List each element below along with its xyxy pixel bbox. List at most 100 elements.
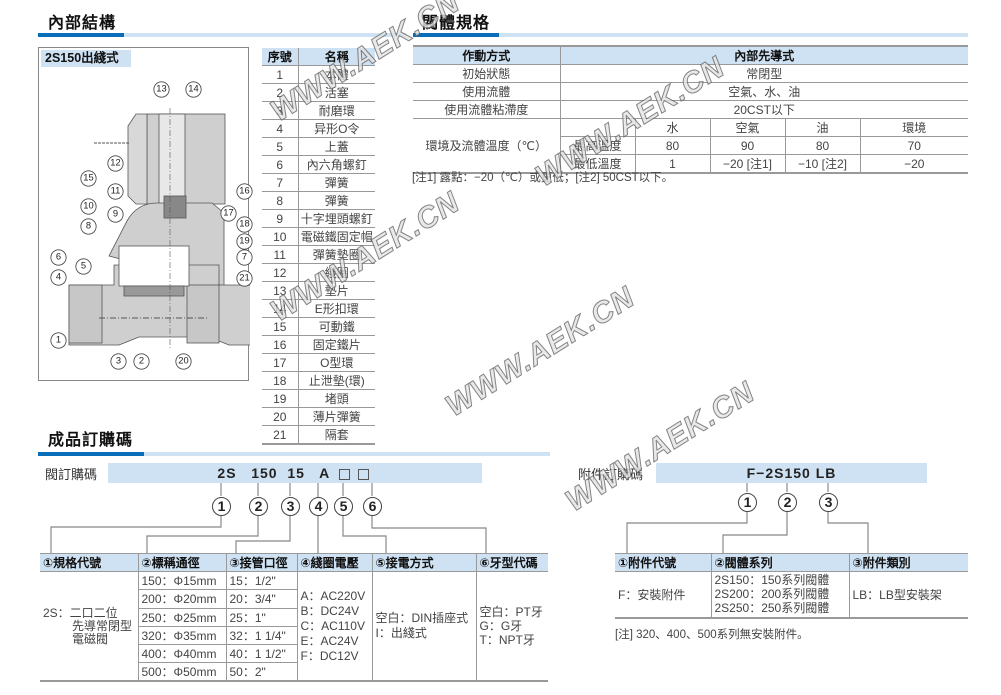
cell: 32：1 1/4" (225, 625, 297, 646)
part-name: 耐磨環 (298, 101, 375, 120)
table-row: 環境及流體溫度（℃）水空氣油環境 (413, 118, 968, 174)
part-number: 17 (262, 353, 299, 372)
cell: 1 (634, 154, 711, 174)
part-number: 13 (262, 281, 299, 300)
spec-code-cell: 2S：二口二位先導常閉型電磁閥 (40, 571, 139, 682)
part-name: 內六角螺釘 (298, 155, 375, 174)
part-name: 异形O令 (298, 119, 375, 138)
callout-18: 18 (236, 216, 253, 233)
callout-21: 21 (236, 270, 253, 287)
part-number: 6 (262, 155, 299, 174)
part-name: 彈簧墊圈 (298, 245, 375, 264)
callout-14: 14 (185, 81, 202, 98)
part-name: 墊片 (298, 281, 375, 300)
part-number: 14 (262, 299, 299, 318)
cell: 20：3/4" (225, 589, 297, 609)
callout-10: 10 (80, 198, 97, 215)
cell: 水 (634, 118, 711, 137)
callout-3: 3 (110, 353, 127, 370)
part-number: 21 (262, 425, 299, 445)
part-number: 12 (262, 263, 299, 282)
accessory-note: [注] 320、400、500系列無安裝附件。 (615, 629, 809, 641)
col-header: 名稱 (298, 48, 375, 66)
section-title-internal: 內部結構 (48, 15, 117, 32)
cell-line: F：DC12V (300, 648, 359, 663)
code-part: A (319, 465, 330, 481)
part-name: 隔套 (298, 425, 375, 445)
part-name: 活塞 (298, 83, 375, 102)
part-number: 9 (262, 209, 299, 228)
cell-line: T：NPT牙 (479, 633, 535, 648)
cell: 40：1 1/2" (225, 644, 297, 664)
accessory-code-label: 附件訂購碼 (578, 467, 644, 482)
callout-7: 7 (236, 249, 253, 266)
cell: 50：2" (225, 662, 297, 682)
part-name: E形扣環 (298, 299, 375, 318)
code-part: 15 (287, 465, 305, 481)
cell-line: A：AC220V (300, 588, 366, 603)
cell: −10 [注2] (784, 154, 861, 174)
cell: 90 (709, 136, 786, 155)
cell-line: B：DC24V (300, 603, 360, 618)
callout-4: 4 (50, 269, 67, 286)
part-number: 10 (262, 227, 299, 246)
callout-9: 9 (107, 206, 124, 223)
part-number: 7 (262, 173, 299, 192)
cell-line: 空白：DIN插座式 (375, 611, 469, 626)
part-name: 上蓋 (298, 137, 375, 156)
internal-structure-diagram: 2S150出綫式 1 2 3 4 5 6 7 8 9 10 11 12 13 1 (38, 47, 253, 381)
col-header: ①規格代號 (40, 553, 139, 572)
col-header: ⑥牙型代碼 (475, 553, 548, 572)
part-name: 本體 (298, 65, 375, 84)
cell: 250：Φ25mm (138, 607, 227, 627)
cell-line: 2S250：250系列閥體 (714, 601, 830, 616)
callout-1: 1 (50, 332, 67, 349)
section-title-order: 成品訂購碼 (48, 432, 134, 449)
heading-bar (413, 33, 499, 37)
cell-line: 先導常閉型 (72, 618, 133, 633)
order-circle-5: 5 (334, 497, 353, 516)
callout-5: 5 (75, 258, 92, 275)
section-title-spec: 閥體規格 (422, 15, 491, 32)
cell: 使用流體粘滯度 (413, 100, 561, 119)
cell: 環境 (859, 118, 968, 137)
valve-cross-section-icon (68, 108, 250, 348)
col-header: ④綫圈電壓 (296, 553, 373, 572)
cell: 70 (859, 136, 968, 155)
order-code-box: 2S 150 15 A (108, 463, 482, 483)
part-name: 薄片彈簧 (298, 407, 375, 426)
cell: 環境及流體溫度（℃） (413, 118, 561, 174)
cell-line: 2S：二口二位 (43, 605, 118, 620)
part-number: 11 (262, 245, 299, 264)
part-name: 彈簧 (298, 173, 375, 192)
col-header: ③附件類別 (848, 553, 968, 572)
cell-line: 空白：PT牙 (479, 605, 543, 620)
part-number: 1 (262, 65, 299, 84)
spec-header: 作動方式 (413, 45, 561, 65)
part-name: 綫圈 (298, 263, 375, 282)
part-number: 4 (262, 119, 299, 138)
